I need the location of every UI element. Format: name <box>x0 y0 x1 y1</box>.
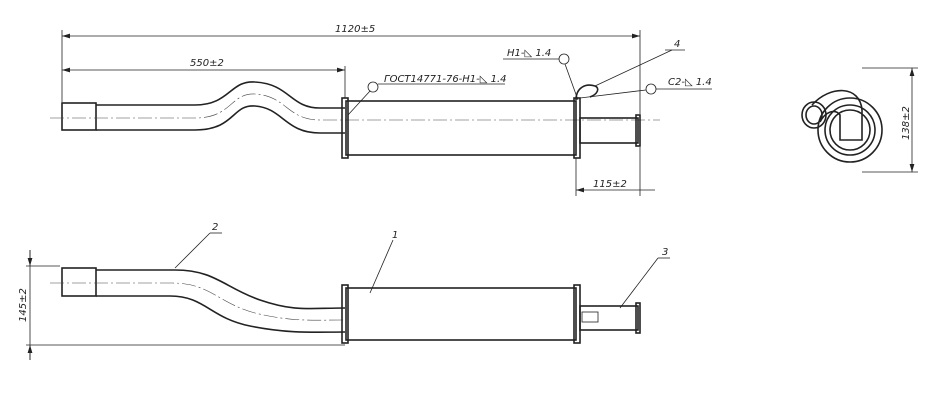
muffler-body-front <box>345 287 577 341</box>
dim-inlet-length: 550±2 <box>190 58 224 69</box>
dim-side-height: 138±2 <box>901 106 912 140</box>
inlet-pipe-top <box>96 81 345 109</box>
callout-3: 3 <box>662 247 668 258</box>
callout-4: 4 <box>674 39 680 50</box>
outlet-pipe <box>579 117 639 144</box>
callout-1: 1 <box>392 230 398 241</box>
dim-vertical-offset: 145±2 <box>18 288 29 322</box>
dim-overall-length: 1120±5 <box>335 24 375 35</box>
dim-outlet-length: 115±2 <box>593 179 627 190</box>
muffler-body <box>345 100 577 156</box>
top-view: 1120±5 550±2 115±2 ГОСТ14771-76-Н1-◺ 1.4… <box>50 24 712 196</box>
weld-note-h1: Н1-◺ 1.4 <box>507 48 551 59</box>
weld-note-c2: С2-◺ 1.4 <box>668 77 712 88</box>
front-view: 145±2 2 1 3 <box>18 222 670 360</box>
callout-2: 2 <box>212 222 218 233</box>
outlet-pipe-front <box>579 305 639 331</box>
inlet-flange-front <box>61 267 97 297</box>
inlet-flange <box>61 102 97 131</box>
weld-note-gost: ГОСТ14771-76-Н1-◺ 1.4 <box>384 74 507 85</box>
side-view: 138±2 <box>801 67 918 173</box>
